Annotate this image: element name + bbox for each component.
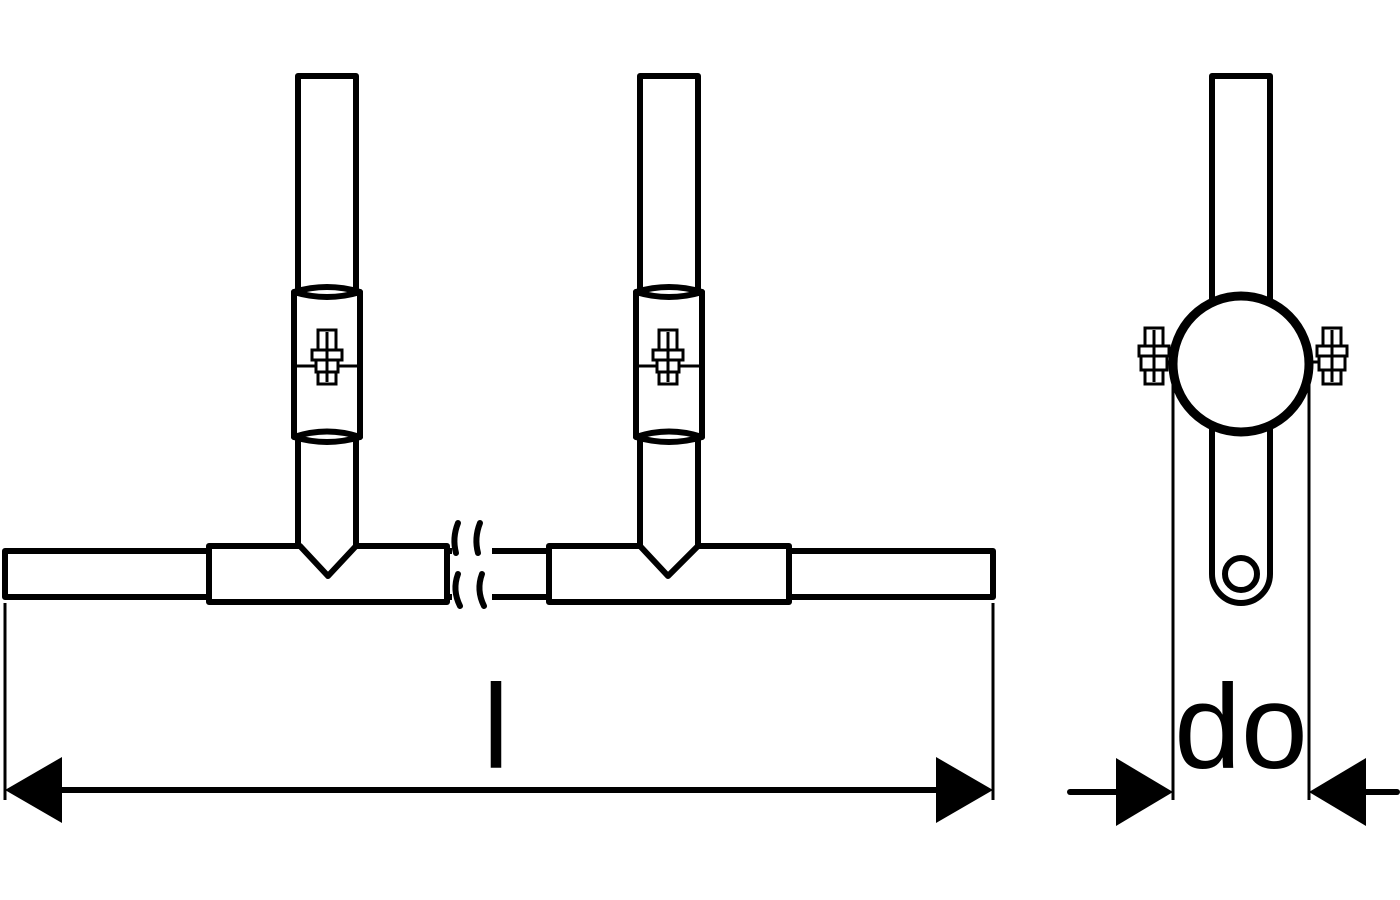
branch-pipe-left [291,73,363,579]
tee-fitting-right [546,543,792,605]
diameter-dimension: do [1067,364,1400,826]
dimension-arrow-left [5,757,62,823]
length-label: l [483,660,510,794]
main-pipe-section [1222,555,1260,593]
side-view: do [1067,73,1400,826]
front-view: l [2,73,996,823]
dimension-arrow-right [936,757,993,823]
main-pipe-right [785,548,996,600]
diameter-arrow-left [1116,758,1173,826]
main-pipe-left [2,548,213,600]
side-clamp-bolt-right [1300,326,1349,386]
pipe-break-marks [451,520,492,610]
side-lower-tube [1209,397,1273,606]
clamp-ring [1168,291,1314,437]
diameter-arrow-right [1309,758,1366,826]
side-clamp-bolt-left [1137,326,1182,386]
branch-pipe-right [633,73,705,579]
clamp-bolt-right [651,328,685,386]
clamp-bolt-left [310,328,344,386]
diameter-label: do [1174,660,1307,794]
length-dimension: l [3,603,995,823]
